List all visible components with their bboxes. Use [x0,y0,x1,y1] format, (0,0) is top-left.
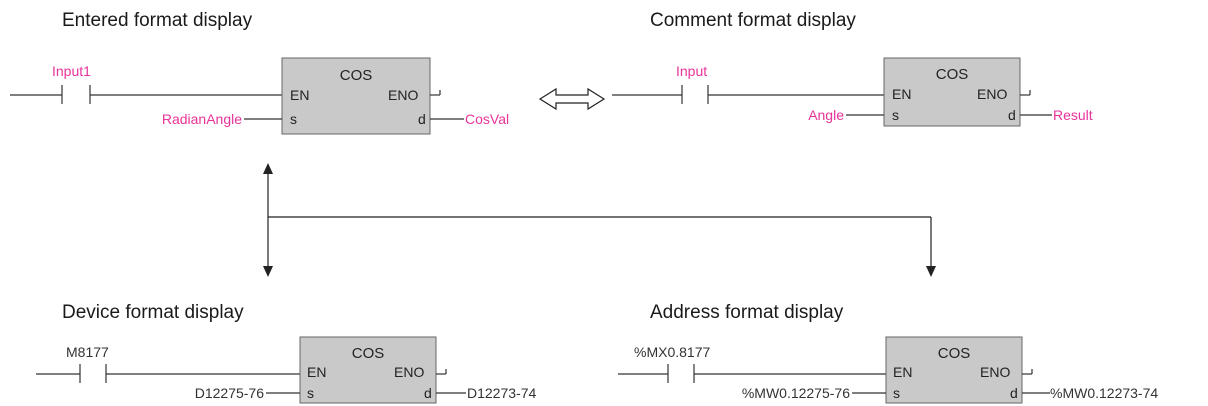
panel-comment: Comment format display Input COS EN ENO … [612,10,1093,127]
block-pin-d: d [1008,107,1016,123]
output-variable-label: CosVal [465,111,509,127]
block-pin-eno: ENO [388,87,418,103]
block-pin-en: EN [290,87,309,103]
block-pin-eno: ENO [980,364,1010,380]
panel-address-heading: Address format display [650,302,844,323]
block-pin-en: EN [307,364,326,380]
cos-function-block[interactable] [885,336,1023,404]
block-title: COS [936,66,969,83]
output-variable-label: D12273-74 [467,385,536,401]
panel-device: Device format display M8177 COS EN ENO s… [36,302,536,404]
output-variable-label: Result [1053,107,1093,123]
block-pin-d: d [418,111,426,127]
contact-label: Input1 [52,63,91,79]
cos-function-block[interactable] [299,336,437,404]
block-pin-d: d [1010,385,1018,401]
input-variable-label: D12275-76 [195,385,264,401]
input-variable-label: %MW0.12275-76 [742,385,850,401]
block-title: COS [352,345,385,362]
contact-icon [61,85,91,104]
panel-address: Address format display %MX0.8177 COS EN … [618,302,1158,404]
block-pin-s: s [892,107,899,123]
block-title: COS [938,345,971,362]
arrow-down-icon [926,266,936,277]
contact-label: %MX0.8177 [634,344,710,360]
block-pin-eno: ENO [977,86,1007,102]
contact-icon [667,364,695,383]
cos-function-block[interactable] [883,57,1021,127]
block-pin-en: EN [893,364,912,380]
block-pin-s: s [290,111,297,127]
block-title: COS [340,67,373,84]
arrow-up-icon [263,163,273,174]
contact-label: Input [676,63,707,79]
contact-icon [681,85,709,104]
arrow-down-icon [263,266,273,277]
block-pin-en: EN [892,86,911,102]
output-variable-label: %MW0.12273-74 [1050,385,1158,401]
input-variable-label: RadianAngle [162,111,242,127]
contact-icon [79,364,107,383]
cos-function-block[interactable] [281,57,431,135]
input-variable-label: Angle [808,107,844,123]
panel-entered-heading: Entered format display [62,10,253,31]
double-arrow-icon [538,87,606,111]
branch-arrows [263,163,936,277]
block-pin-s: s [307,385,314,401]
panel-device-heading: Device format display [62,302,244,323]
contact-label: M8177 [66,344,109,360]
panel-comment-heading: Comment format display [650,10,856,31]
block-pin-eno: ENO [394,364,424,380]
block-pin-d: d [424,385,432,401]
block-pin-s: s [893,385,900,401]
panel-entered: Entered format display Input1 COS EN ENO… [10,10,509,135]
